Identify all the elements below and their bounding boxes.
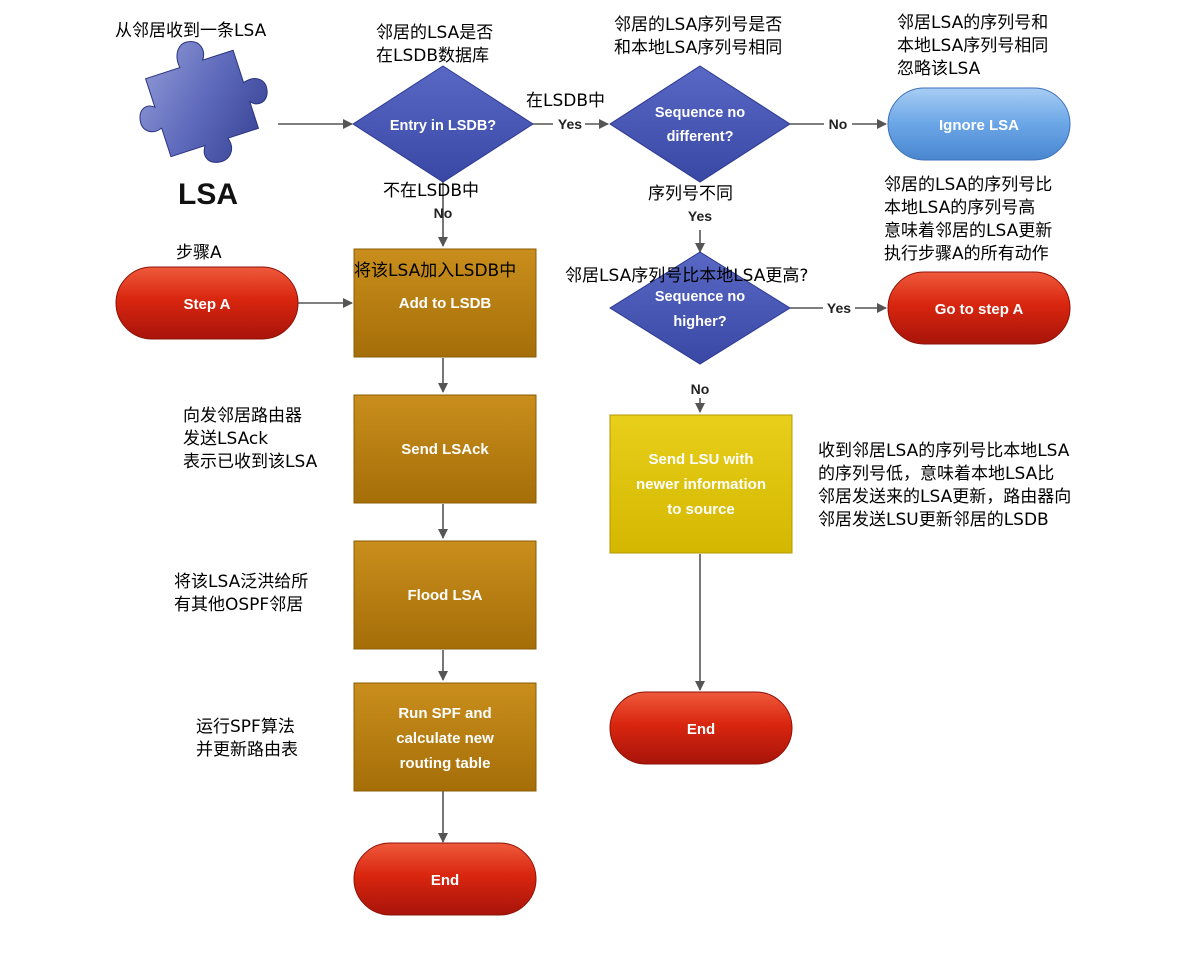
annotation-ignore-note: 邻居LSA的序列号和 本地LSA序列号相同 忽略该LSA xyxy=(897,13,1049,79)
connectors xyxy=(278,119,887,843)
annotation-seq-higher-question: 邻居LSA序列号比本地LSA更高? xyxy=(565,266,809,286)
process-send-lsu[interactable]: Send LSU with newer information to sourc… xyxy=(609,414,793,554)
process-spf-line-3: routing table xyxy=(400,755,491,772)
decision-higher-line-2: higher? xyxy=(673,314,726,330)
decision-entry-in-lsdb[interactable]: Entry in LSDB? xyxy=(352,65,534,183)
lsa-icon-label: LSA xyxy=(178,178,238,211)
terminal-end-right-text: End xyxy=(687,721,715,738)
decision-diff-line-2: different? xyxy=(667,129,734,145)
edge-diff-yes: Yes xyxy=(688,208,712,224)
edge-diff-no: No xyxy=(829,116,848,132)
process-flood-text: Flood LSA xyxy=(408,587,483,604)
process-spf-line-2: calculate new xyxy=(396,730,494,747)
process-add-text: Add to LSDB xyxy=(399,295,492,312)
decision-sequence-different[interactable]: Sequence no different? xyxy=(609,65,791,183)
annotation-seq-same-question: 邻居的LSA序列号是否 和本地LSA序列号相同 xyxy=(614,15,783,58)
annotation-lower-note: 收到邻居LSA的序列号比本地LSA 的序列号低，意味着本地LSA比 邻居发送来的… xyxy=(818,441,1072,530)
decision-entry-text: Entry in LSDB? xyxy=(390,118,496,134)
decision-higher-line-1: Sequence no xyxy=(655,289,745,305)
process-send-lsack[interactable]: Send LSAck xyxy=(353,394,537,504)
annotation-spf-note: 运行SPF算法 并更新路由表 xyxy=(196,717,298,760)
annotation-step-a-label: 步骤A xyxy=(176,243,222,263)
annotation-in-lsdb: 在LSDB中 xyxy=(526,91,606,111)
annotation-not-in-lsdb: 不在LSDB中 xyxy=(383,181,480,201)
annotation-receive-lsa: 从邻居收到一条LSA xyxy=(115,21,267,41)
decision-diff-line-1: Sequence no xyxy=(655,105,745,121)
terminal-end-right[interactable]: End xyxy=(609,691,793,765)
annotation-flood-note: 将该LSA泛洪给所 有其他OSPF邻居 xyxy=(174,572,309,615)
annotation-higher-note: 邻居的LSA的序列号比 本地LSA的序列号高 意味着邻居的LSA更新 执行步骤A… xyxy=(884,175,1053,264)
edge-entry-yes: Yes xyxy=(558,116,582,132)
process-add-to-lsdb[interactable]: Add to LSDB xyxy=(353,248,537,358)
terminal-ignore-text: Ignore LSA xyxy=(939,117,1019,134)
process-lsu-line-3: to source xyxy=(667,501,735,518)
terminal-goto-text: Go to step A xyxy=(935,301,1024,318)
process-spf-line-1: Run SPF and xyxy=(398,705,491,722)
terminal-go-to-step-a[interactable]: Go to step A xyxy=(887,271,1071,345)
edge-higher-yes: Yes xyxy=(827,300,851,316)
terminal-step-a[interactable]: Step A xyxy=(115,266,299,340)
terminal-end-left[interactable]: End xyxy=(353,842,537,916)
puzzle-piece-icon xyxy=(139,41,268,163)
decision-sequence-higher[interactable]: Sequence no higher? xyxy=(609,251,791,365)
process-flood-lsa[interactable]: Flood LSA xyxy=(353,540,537,650)
terminal-end-left-text: End xyxy=(431,872,459,889)
edge-labels: Yes No No Yes Yes No xyxy=(434,115,855,397)
process-lsu-line-1: Send LSU with xyxy=(649,451,754,468)
annotation-add-note: 将该LSA加入LSDB中 xyxy=(354,261,517,281)
terminal-step-a-text: Step A xyxy=(184,296,231,313)
annotation-entry-question: 邻居的LSA是否 在LSDB数据库 xyxy=(376,23,494,66)
annotation-send-ack-note: 向发邻居路由器 发送LSAck 表示已收到该LSA xyxy=(183,406,318,472)
edge-higher-no: No xyxy=(691,381,710,397)
edge-entry-no: No xyxy=(434,205,453,221)
terminal-ignore-lsa[interactable]: Ignore LSA xyxy=(887,87,1071,161)
process-lsu-line-2: newer information xyxy=(636,476,766,493)
annotation-seq-differs: 序列号不同 xyxy=(648,184,733,204)
process-run-spf[interactable]: Run SPF and calculate new routing table xyxy=(353,682,537,792)
process-ack-text: Send LSAck xyxy=(401,441,489,458)
